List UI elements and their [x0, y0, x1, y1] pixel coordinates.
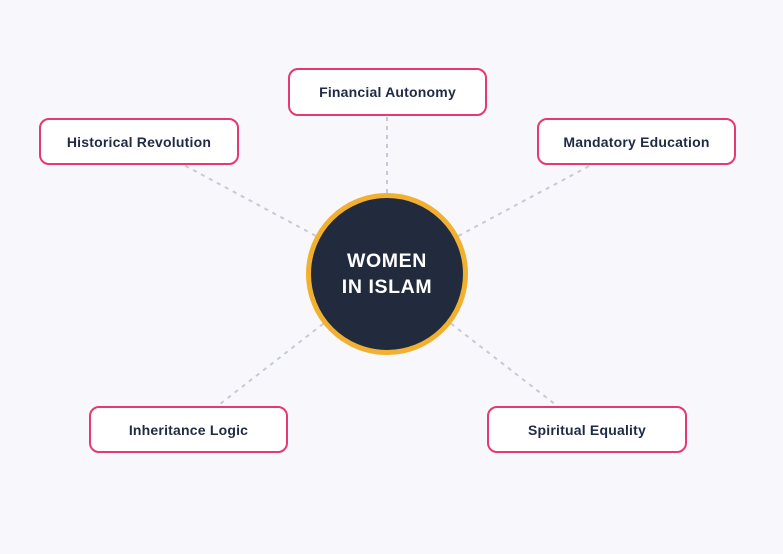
node-label: Spiritual Equality — [528, 421, 646, 438]
center-node-women-in-islam[interactable]: WOMEN IN ISLAM — [306, 193, 468, 355]
node-mandatory-education[interactable]: Mandatory Education — [537, 118, 736, 165]
center-node-label: WOMEN IN ISLAM — [341, 249, 433, 298]
connector-inheritance-logic — [187, 273, 388, 430]
node-label: Financial Autonomy — [319, 84, 456, 100]
connector-spiritual-equality — [386, 273, 588, 430]
node-inheritance-logic[interactable]: Inheritance Logic — [89, 406, 288, 453]
node-label: Mandatory Education — [563, 133, 710, 150]
node-label: Historical Revolution — [66, 133, 212, 150]
node-financial-autonomy[interactable]: Financial Autonomy — [288, 68, 487, 116]
node-spiritual-equality[interactable]: Spiritual Equality — [487, 406, 687, 453]
node-label: Inheritance Logic — [128, 421, 249, 438]
node-historical-revolution[interactable]: Historical Revolution — [39, 118, 239, 165]
